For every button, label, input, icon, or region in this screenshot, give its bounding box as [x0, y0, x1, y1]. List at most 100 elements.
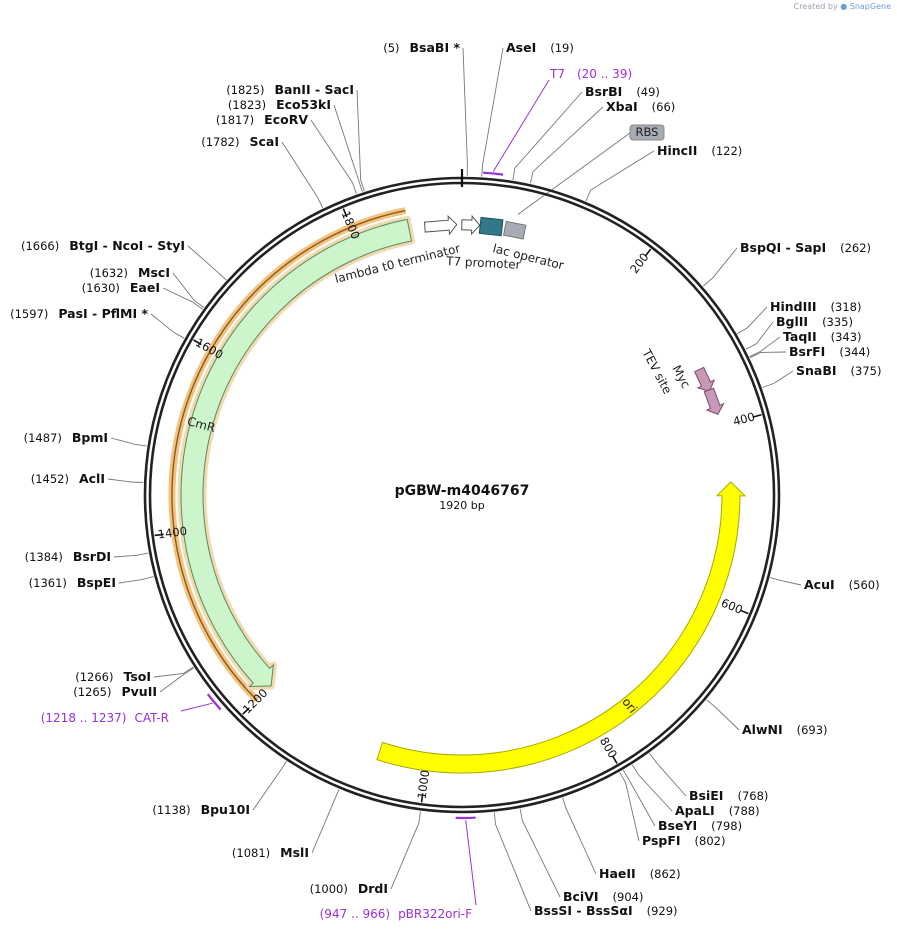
site-position: (802): [695, 834, 726, 848]
site-bseyi[interactable]: BseYI(798): [622, 769, 742, 833]
created-by-credit: Created by ● SnapGene: [794, 2, 891, 11]
lac-operator-box[interactable]: [478, 216, 504, 237]
site-bglii[interactable]: BglII(335): [745, 314, 853, 350]
rbs-callout[interactable]: RBS: [517, 124, 665, 215]
site-name: BglII: [776, 314, 808, 329]
tick-label-600: 600: [719, 596, 745, 617]
site-bspei[interactable]: (1361)BspEI: [29, 575, 154, 590]
site-position: (375): [851, 364, 882, 378]
site-pvuii[interactable]: (1265) PvuII: [73, 667, 195, 699]
tick-label-200: 200: [627, 250, 651, 276]
site-leader: [113, 552, 149, 558]
site-tsoi[interactable]: (1266)TsoI: [75, 666, 194, 684]
credit-brand: SnapGene: [849, 2, 891, 11]
site-ecorv[interactable]: (1817)EcoRV: [216, 112, 357, 195]
site-bsabi[interactable]: (5)BsaBI *: [383, 40, 468, 177]
site-label: HindIII(318): [770, 299, 861, 314]
site-acui[interactable]: AcuI(560): [769, 577, 880, 592]
site-leader: [172, 272, 205, 308]
site-name: PvuII: [121, 684, 157, 699]
site-alwni[interactable]: AlwNI(693): [706, 699, 828, 737]
site-label: HincII(122): [657, 143, 742, 158]
primer-name: pBR322ori-F: [398, 907, 472, 921]
site-position: (560): [849, 578, 880, 592]
site-position: (1666): [21, 239, 59, 253]
site-leader: [749, 351, 787, 359]
site-hincii[interactable]: HincII(122): [585, 143, 742, 202]
tick-mark-400: [752, 413, 762, 418]
primer-layer: T7(20 .. 39) (947 .. 966)pBR322ori-F (1218…: [41, 67, 632, 921]
site-pasi-pflmi[interactable]: (1597)PasI - PflMI *: [10, 306, 185, 339]
site-name: AseI: [506, 40, 536, 55]
site-leader: [356, 89, 365, 192]
t7-promoter-label: T7 promoter: [445, 254, 521, 272]
site-position: (49): [636, 85, 660, 99]
site-msli[interactable]: (1081)MslI: [232, 789, 340, 860]
primer-cat-r[interactable]: (1218 .. 1237)CAT-R: [41, 693, 222, 725]
primer-pbr322ori-f[interactable]: (947 .. 966)pBR322ori-F: [320, 816, 477, 921]
site-eaei[interactable]: (1630)EaeI: [82, 280, 203, 310]
site-eco53ki[interactable]: (1823)Eco53kI: [228, 97, 363, 193]
site-leader: [519, 808, 561, 898]
site-leader: [493, 812, 532, 912]
site-label: (1384)BsrDI: [25, 549, 111, 564]
primer-leader: [180, 702, 213, 712]
site-position: (1487): [24, 431, 62, 445]
site-label: (1266)TsoI: [75, 669, 151, 684]
site-scai[interactable]: (1782)ScaI: [201, 134, 324, 209]
site-bsssi-bsss-i[interactable]: BssSI - BssSαI(929): [493, 812, 678, 918]
site-drdi[interactable]: (1000)DrdI: [310, 811, 421, 896]
site-name: BssSI - BssSαI: [534, 903, 633, 918]
site-position: (1597): [10, 307, 48, 321]
site-asei[interactable]: AseI(19): [481, 40, 574, 177]
site-snabi[interactable]: SnaBI(375): [762, 363, 881, 388]
site-acli[interactable]: (1452)AclI: [31, 471, 144, 486]
site-label: BciVI(904): [563, 889, 643, 904]
site-leader: [462, 47, 468, 177]
site-leader: [762, 370, 794, 388]
site-label: TaqII(343): [783, 329, 862, 344]
site-banii-saci[interactable]: (1825)BanII - SacI: [226, 82, 365, 192]
primer-bar: [483, 171, 504, 176]
cmr-feature-arrow[interactable]: [180, 218, 413, 688]
site-taqii[interactable]: TaqII(343): [749, 329, 862, 358]
site-label: BssSI - BssSαI(929): [534, 903, 678, 918]
site-position: (318): [831, 300, 862, 314]
site-bsrfi[interactable]: BsrFI(344): [749, 344, 870, 359]
site-bsrbi[interactable]: BsrBI(49): [512, 84, 660, 181]
site-leader: [622, 769, 656, 827]
site-xbai[interactable]: XbaI(66): [529, 99, 675, 184]
site-bpu10i[interactable]: (1138)Bpu10I: [152, 761, 287, 817]
site-label: BseYI(798): [658, 818, 742, 833]
site-leader: [159, 667, 195, 693]
site-bsiei[interactable]: BsiEI(768): [649, 752, 769, 803]
site-bspqi-sapi[interactable]: BspQI - SapI(262): [702, 240, 871, 287]
primer-t7[interactable]: T7(20 .. 39): [483, 67, 632, 176]
site-label: (1825)BanII - SacI: [226, 82, 354, 97]
primer-name: CAT-R: [134, 711, 169, 725]
site-bcivi[interactable]: BciVI(904): [519, 808, 643, 904]
site-pspfi[interactable]: PspFI(802): [619, 772, 726, 848]
myc-arrow[interactable]: [700, 387, 726, 418]
ori-feature-arrow[interactable]: [376, 481, 747, 774]
site-msci[interactable]: (1632)MscI: [90, 265, 205, 308]
site-leader: [702, 247, 738, 287]
site-name: XbaI: [606, 99, 638, 114]
site-haeii[interactable]: HaeII(862): [562, 797, 681, 881]
t7-promoter-arrow[interactable]: [461, 214, 481, 236]
site-bpmi[interactable]: (1487)BpmI: [24, 430, 147, 447]
site-leader: [619, 772, 640, 842]
site-apali[interactable]: ApaLI(788): [631, 764, 760, 818]
primer-leader: [492, 79, 550, 172]
site-label: (1361)BspEI: [29, 575, 116, 590]
site-bsrdi[interactable]: (1384)BsrDI: [25, 549, 149, 564]
site-hindiii[interactable]: HindIII(318): [736, 299, 861, 335]
rbs-box[interactable]: [502, 220, 527, 240]
site-name: BsaBI *: [410, 40, 461, 55]
tick-mark-800: [611, 755, 618, 764]
lambda-t0-terminator-arrow[interactable]: [423, 214, 458, 236]
site-btgi-ncoi-styi[interactable]: (1666)BtgI - NcoI - StyI: [21, 238, 227, 281]
tev-site-arrow[interactable]: [691, 366, 718, 395]
site-position: (1265): [73, 685, 111, 699]
rbs-callout-label: RBS: [636, 125, 659, 139]
